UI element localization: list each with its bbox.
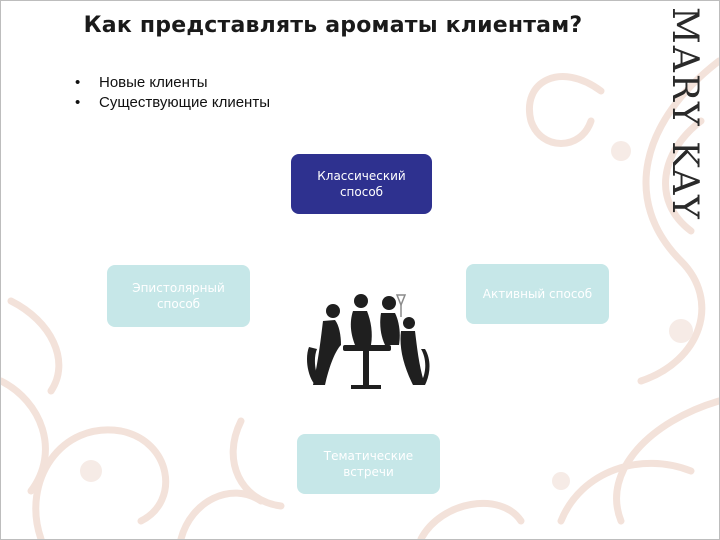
diagram-node-label: Эпистолярный способ xyxy=(132,281,225,311)
diagram-node-right[interactable]: Активный способ xyxy=(466,264,609,324)
brand-logo: MARY KAY xyxy=(664,7,705,221)
diagram-node-label: Классический способ xyxy=(317,169,406,199)
diagram-node-bottom[interactable]: Тематические встречи xyxy=(297,434,440,494)
diagram-node-center[interactable]: Классический способ xyxy=(291,154,432,214)
women-at-table-illustration-icon xyxy=(307,294,430,389)
diagram-node-label: Тематические встречи xyxy=(323,449,414,479)
bullet-list: Новые клиенты Существующие клиенты xyxy=(75,73,270,113)
diagram-node-left[interactable]: Эпистолярный способ xyxy=(107,265,250,327)
slide-title: Как представлять ароматы клиентам? xyxy=(83,13,583,38)
bullet-item: Новые клиенты xyxy=(75,73,270,93)
bullet-item: Существующие клиенты xyxy=(75,93,270,113)
diagram-node-label: Активный способ xyxy=(482,287,593,301)
